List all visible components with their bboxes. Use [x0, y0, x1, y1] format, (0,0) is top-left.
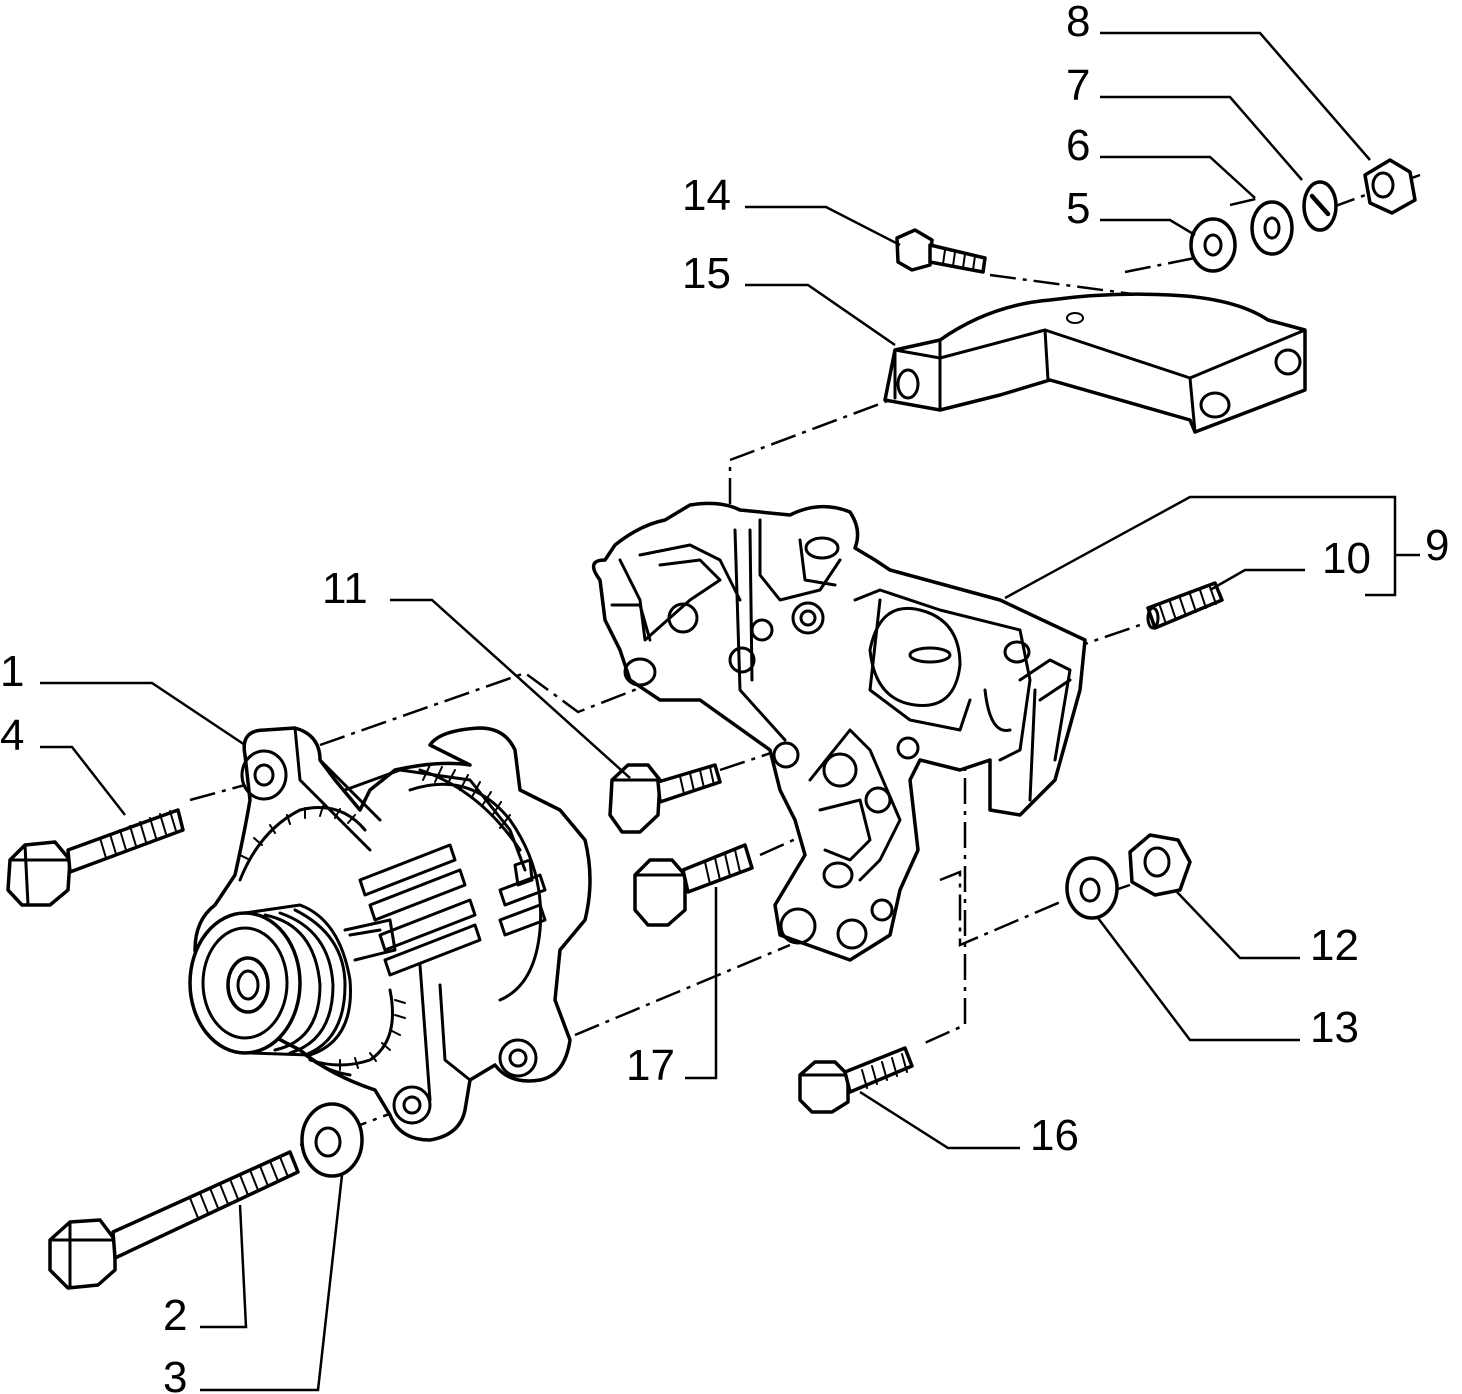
- stud-10: [1146, 581, 1224, 630]
- callout-2: 2: [163, 1291, 187, 1340]
- callout-14: 14: [682, 171, 731, 220]
- callout-9: 9: [1425, 521, 1449, 570]
- bolt-17: [633, 843, 754, 927]
- washer-5: [1189, 217, 1237, 273]
- lock-washer-7: [1302, 180, 1338, 232]
- washer-6: [1250, 200, 1294, 256]
- bolt-16: [798, 1046, 914, 1114]
- callout-1: 1: [0, 647, 24, 696]
- alternator: [188, 726, 592, 1142]
- callout-5: 5: [1066, 184, 1090, 233]
- callout-leader-lines: [40, 31, 1420, 1392]
- bolt-14: [895, 228, 987, 274]
- bolt-11: [608, 763, 722, 834]
- callout-11: 11: [322, 564, 368, 613]
- callout-7: 7: [1066, 61, 1090, 110]
- callout-3: 3: [163, 1353, 187, 1394]
- callout-12: 12: [1310, 921, 1359, 970]
- washer-3: [300, 1102, 364, 1178]
- callout-13: 13: [1310, 1003, 1359, 1052]
- upper-support-bracket: [883, 292, 1307, 434]
- callout-10: 10: [1322, 534, 1371, 583]
- callout-17: 17: [626, 1041, 675, 1090]
- callout-6: 6: [1066, 121, 1090, 170]
- main-mounting-bracket: [591, 501, 1087, 962]
- bolt-4: [6, 808, 185, 907]
- nut-12: [1128, 833, 1192, 897]
- callout-8: 8: [1066, 0, 1090, 46]
- callout-4: 4: [0, 711, 24, 760]
- bolt-2: [48, 1150, 300, 1290]
- callout-16: 16: [1030, 1111, 1079, 1160]
- washer-13: [1065, 856, 1119, 920]
- callout-15: 15: [682, 249, 731, 298]
- nut-8: [1363, 158, 1417, 215]
